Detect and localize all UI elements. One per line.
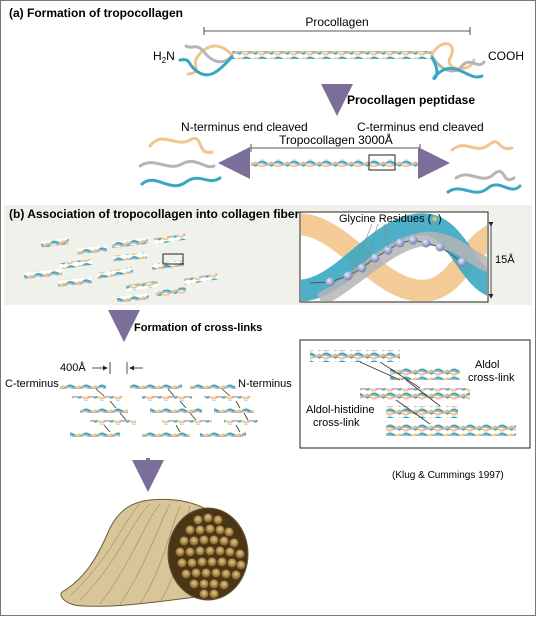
cooh-label: COOH <box>488 49 524 63</box>
crosslink-step-label: Formation of cross-links <box>134 322 262 334</box>
aldol-label-line2: cross-link <box>468 372 515 384</box>
aldol-histidine-label-line2: cross-link <box>313 417 360 429</box>
citation: (Klug & Cummings 1997) <box>392 470 504 481</box>
c-terminus-label: C-terminus <box>5 378 59 390</box>
cleaved-c-propeptides <box>446 140 522 194</box>
enzyme-label: Procollagen peptidase <box>347 93 475 107</box>
n-cleaved-label: N-terminus end cleaved <box>181 120 308 134</box>
width-label: 15Å <box>495 253 515 266</box>
section-b-title: (b) Association of tropocollagen into co… <box>9 207 300 221</box>
tropocollagen-label: Tropocollagen 3000Å <box>279 132 393 147</box>
aldol-label-line1: Aldol <box>475 359 499 371</box>
procollagen-n-propeptides <box>178 44 234 77</box>
spacing-label: 400Å <box>60 361 86 374</box>
c-cleaved-label: C-terminus end cleaved <box>357 120 484 134</box>
glycine-residue-beads <box>325 235 467 287</box>
collagen-fiber-bundle <box>60 498 249 607</box>
procollagen-label: Procollagen <box>305 15 368 29</box>
glycine-label: Glycine Residues (●) <box>339 213 442 225</box>
tropocollagen-zoom-box <box>368 154 396 171</box>
molecule-zoom-box <box>162 253 184 265</box>
procollagen-c-propeptides <box>430 42 486 81</box>
aldol-histidine-label-line1: Aldol-histidine <box>306 404 374 416</box>
procollagen-helix <box>232 51 432 59</box>
n-terminus-label: N-terminus <box>238 378 292 390</box>
scattered-tropocollagen <box>23 233 219 303</box>
glycine-inset: Glycine Residues (●) 15Å <box>299 211 515 303</box>
h2n-label: H2N <box>153 49 175 65</box>
staggered-fibril-array <box>60 384 258 437</box>
cleaved-n-propeptides <box>138 136 222 188</box>
crosslink-inset: Aldol cross-link Aldol-histidine cross-l… <box>299 339 531 449</box>
tropocollagen-helix <box>251 159 420 167</box>
section-a-title: (a) Formation of tropocollagen <box>9 6 183 20</box>
